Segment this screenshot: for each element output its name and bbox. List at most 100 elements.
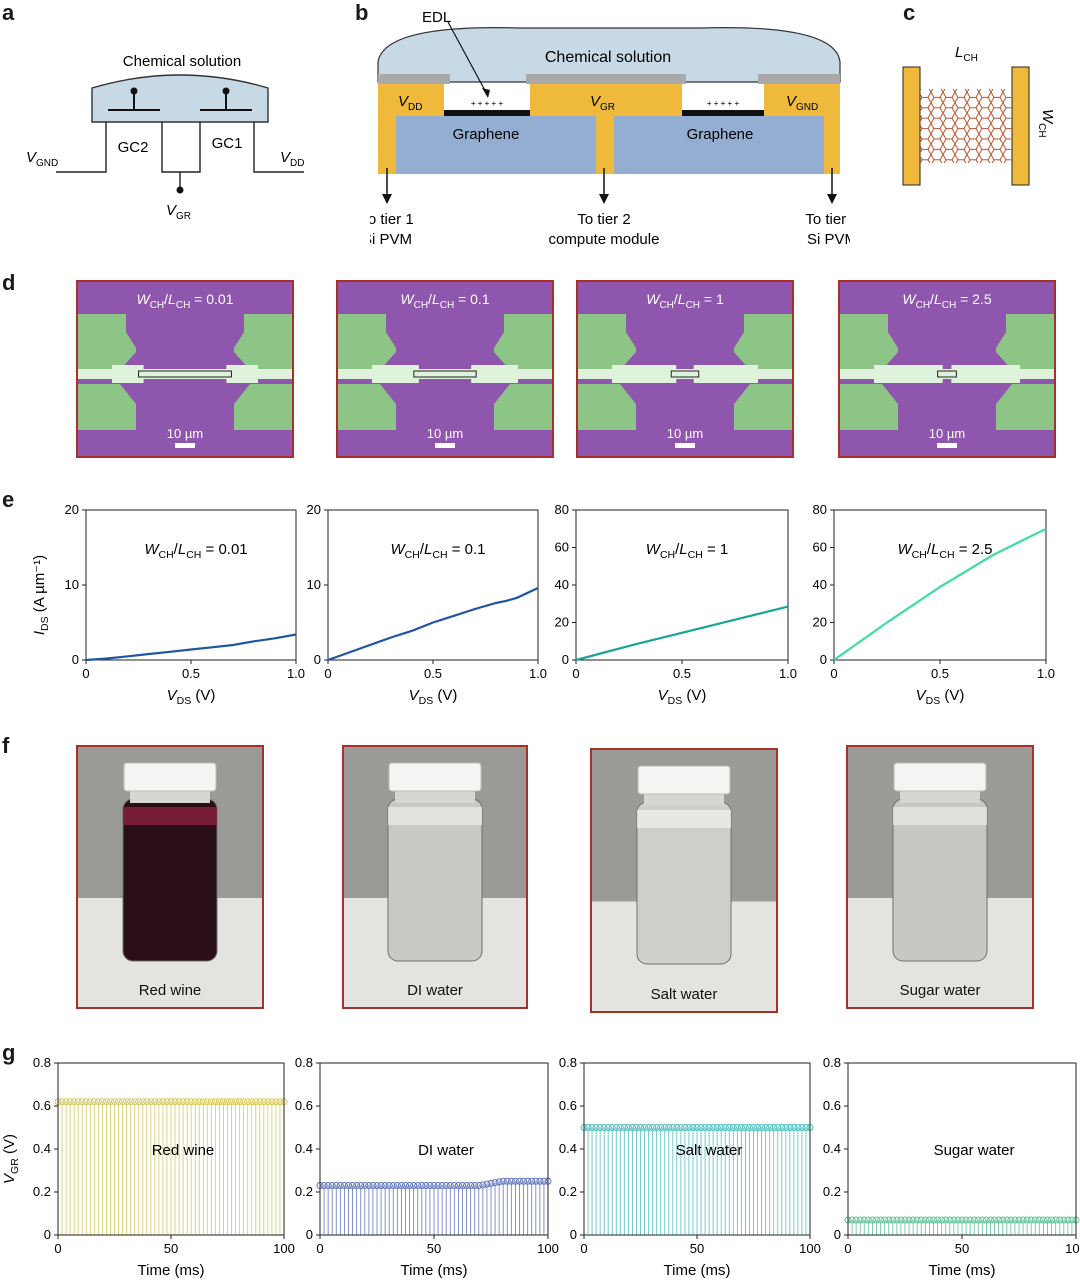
- scale-bar: [175, 443, 195, 448]
- ratio-annotation: WCH/LCH = 1: [646, 541, 728, 561]
- passivation-left: [378, 74, 450, 84]
- vgr-node: [177, 187, 184, 194]
- x-tick-label: 0: [82, 666, 89, 681]
- iv-chart-1: 00.51.001020WCH/LCH = 0.01VDS (V)IDS (A …: [31, 502, 305, 707]
- x-tick-label: 50: [164, 1241, 178, 1256]
- graphene-right-label: Graphene: [687, 126, 754, 143]
- y-tick-label: 60: [813, 540, 827, 555]
- solution-annotation: Salt water: [676, 1142, 743, 1159]
- y-tick-label: 20: [307, 502, 321, 517]
- edl-arrowhead: [482, 88, 490, 98]
- plot-frame: [576, 510, 788, 660]
- lch-label: LCH: [955, 44, 978, 64]
- y-tick-label: 0: [306, 1227, 313, 1242]
- via-left: [378, 118, 396, 174]
- y-tick-label: 0.4: [823, 1141, 841, 1156]
- y-tick-label: 40: [555, 577, 569, 592]
- photo-label: Sugar water: [900, 982, 981, 999]
- y-tick-label: 0.8: [823, 1055, 841, 1070]
- y-tick-label: 80: [813, 502, 827, 517]
- gc1-node: [223, 88, 230, 95]
- liquid-top: [123, 807, 217, 825]
- micrograph-1: WCH/LCH = 0.0110 µm: [76, 280, 294, 458]
- to-tier1-right-l2: Si PVM: [807, 231, 850, 248]
- photo-label: DI water: [407, 982, 463, 999]
- y-tick-label: 0.2: [559, 1184, 577, 1199]
- micrograph-2: WCH/LCH = 0.110 µm: [336, 280, 554, 458]
- solution-annotation: Sugar water: [934, 1142, 1015, 1159]
- micrograph-3: WCH/LCH = 110 µm: [576, 280, 794, 458]
- vial-cap: [638, 766, 730, 794]
- y-tick-label: 20: [65, 502, 79, 517]
- panel-b-diagram: Chemical solution + + + + + + + + + + ED…: [370, 0, 850, 255]
- solution-dome: [92, 75, 268, 122]
- y-tick-label: 40: [813, 577, 827, 592]
- micrograph-4: WCH/LCH = 2.510 µm: [838, 280, 1056, 458]
- iv-chart-3: 00.51.0020406080WCH/LCH = 1VDS (V): [555, 502, 798, 707]
- graphene-layer-right: [682, 110, 764, 116]
- y-tick-label: 0.2: [823, 1184, 841, 1199]
- y-tick-label: 0.8: [559, 1055, 577, 1070]
- y-tick-label: 0.6: [33, 1098, 51, 1113]
- y-tick-label: 0.4: [295, 1141, 313, 1156]
- iv-chart-4: 00.51.0020406080WCH/LCH = 2.5VDS (V): [813, 502, 1056, 707]
- y-tick-label: 0: [834, 1227, 841, 1242]
- pad-right: [694, 365, 758, 383]
- x-tick-label: 100: [537, 1241, 559, 1256]
- gc2-node: [131, 88, 138, 95]
- scale-bar: [675, 443, 695, 448]
- panel-e-charts: 00.51.001020WCH/LCH = 0.01VDS (V)IDS (A …: [0, 495, 1080, 715]
- vial-cap: [124, 763, 216, 791]
- scale-label: 10 µm: [929, 426, 965, 441]
- scale-label: 10 µm: [427, 426, 463, 441]
- photo-4: Sugar water: [846, 745, 1034, 1009]
- y-tick-label: 0: [570, 1227, 577, 1242]
- iv-curve: [328, 588, 538, 660]
- gc1-label: GC1: [212, 135, 243, 152]
- y-axis-label: VGR (V): [1, 1134, 21, 1184]
- x-tick-label: 50: [427, 1241, 441, 1256]
- graphene-lattice: [920, 89, 1012, 163]
- y-tick-label: 0: [820, 652, 827, 667]
- panel-letter-a: a: [2, 0, 14, 26]
- solution-label: Chemical solution: [123, 53, 241, 70]
- y-tick-label: 0.6: [295, 1098, 313, 1113]
- vial-cap: [894, 763, 986, 791]
- photo-label: Salt water: [651, 986, 718, 1003]
- y-tick-label: 0: [72, 652, 79, 667]
- y-tick-label: 0.4: [33, 1141, 51, 1156]
- vgr-label: VGR: [166, 202, 191, 222]
- x-axis-label: VDS (V): [658, 687, 707, 707]
- x-axis-label: Time (ms): [929, 1262, 996, 1279]
- x-tick-label: 100: [273, 1241, 295, 1256]
- x-axis-label: VDS (V): [167, 687, 216, 707]
- plot-frame: [86, 510, 296, 660]
- x-tick-label: 100: [1065, 1241, 1080, 1256]
- x-axis-label: VDS (V): [409, 687, 458, 707]
- x-tick-label: 50: [955, 1241, 969, 1256]
- arrowhead-right: [827, 194, 837, 204]
- x-tick-label: 0: [572, 666, 579, 681]
- to-tier2-l2: compute module: [549, 231, 660, 248]
- x-tick-label: 0: [830, 666, 837, 681]
- scale-label: 10 µm: [667, 426, 703, 441]
- iv-curve: [576, 607, 788, 660]
- via-right: [824, 118, 840, 174]
- left-electrode: [903, 67, 920, 185]
- vgnd-label: VGND: [26, 149, 58, 169]
- right-electrode: [1012, 67, 1029, 185]
- x-axis-label: Time (ms): [138, 1262, 205, 1279]
- y-tick-label: 0.2: [33, 1184, 51, 1199]
- y-tick-label: 0: [44, 1227, 51, 1242]
- y-tick-label: 0.2: [295, 1184, 313, 1199]
- vgr-chart-3: 05010000.20.40.60.8Salt waterTime (ms): [559, 1055, 821, 1279]
- to-tier2-l1: To tier 2: [577, 211, 630, 228]
- y-tick-label: 0.6: [823, 1098, 841, 1113]
- panel-a-diagram: Chemical solution GC2 GC1 VGND VDD VGR: [20, 40, 320, 230]
- ratio-annotation: WCH/LCH = 0.1: [391, 541, 486, 561]
- liquid-top: [637, 810, 731, 828]
- y-tick-label: 10: [307, 577, 321, 592]
- photo-label: Red wine: [139, 982, 202, 999]
- liquid-top: [893, 807, 987, 825]
